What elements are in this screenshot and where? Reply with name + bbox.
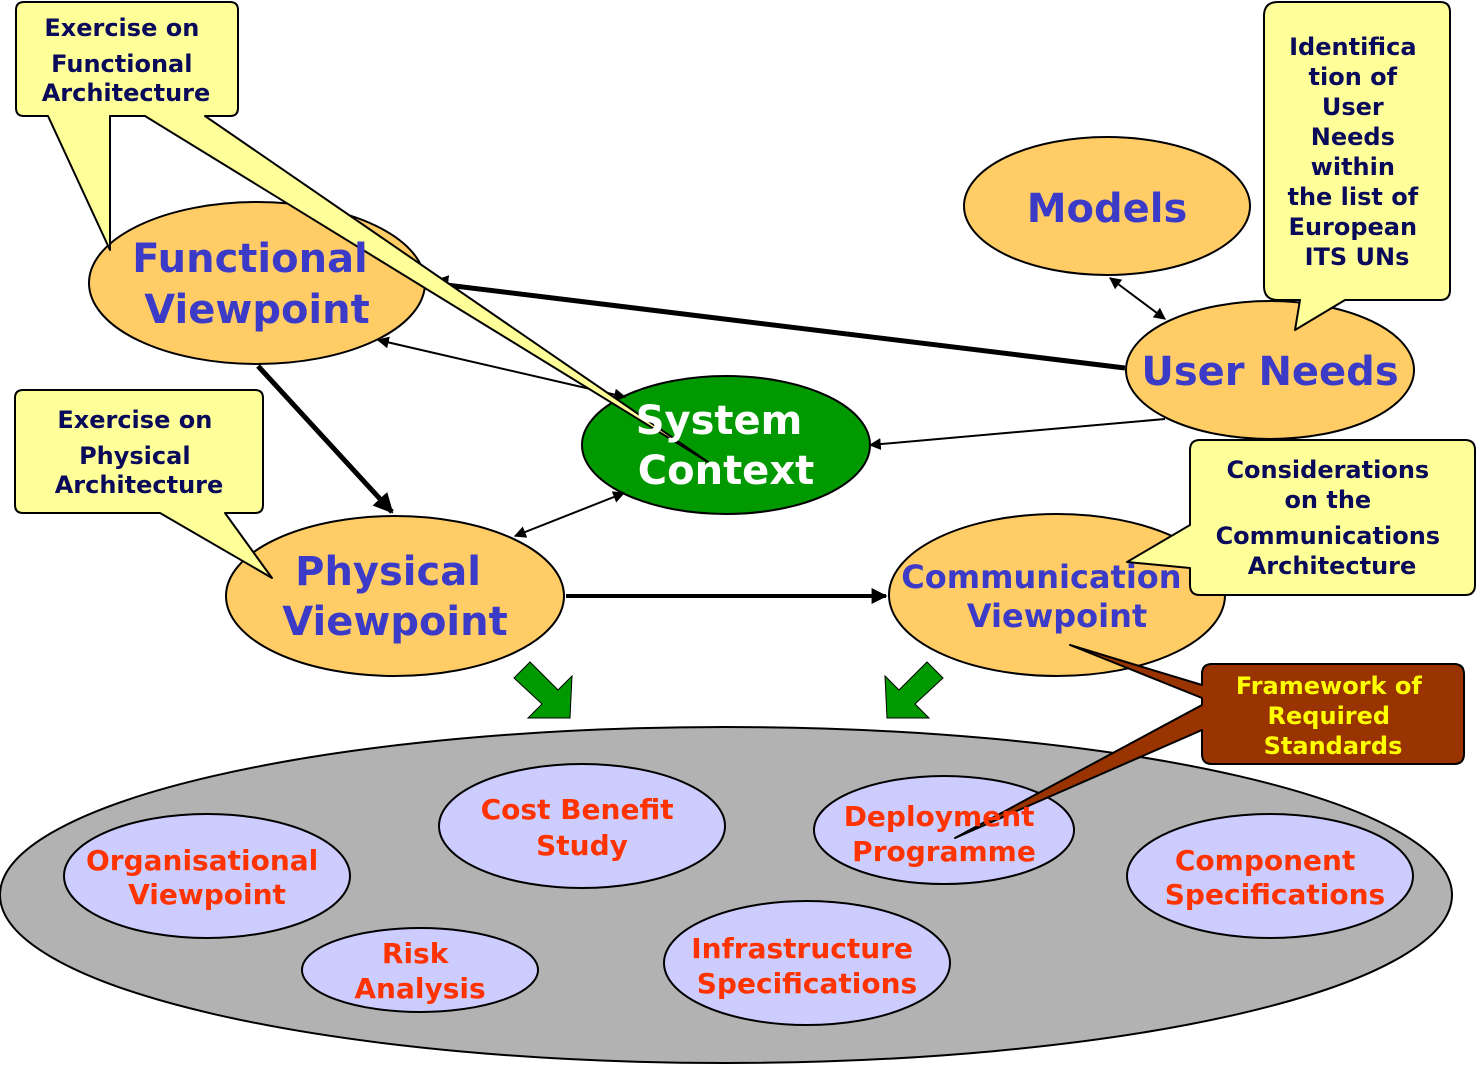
communication-viewpoint-line-1: Communication [901, 558, 1181, 596]
component-line-1: Component [1175, 844, 1355, 877]
communication-viewpoint-label: Communication Viewpoint [901, 558, 1192, 635]
risk-line-1: Risk [382, 937, 450, 970]
identification-line-2: tion of [1309, 63, 1398, 91]
functional-to-physical-arrow [256, 364, 394, 514]
communications-considerations-callout [1126, 439, 1476, 596]
identification-line-5: within [1311, 153, 1395, 181]
identification-line-4: Needs [1311, 123, 1395, 151]
physical-viewpoint-line-1: Physical [295, 549, 481, 595]
standards-framework-text: Framework of Required Standards [1236, 672, 1430, 760]
system-context-line-1: System [636, 398, 803, 444]
down-arrow-communication-icon [884, 661, 944, 719]
physical-viewpoint-node [225, 515, 565, 677]
component-specifications-node [1126, 813, 1414, 939]
user-needs-to-system-context-arrow [868, 418, 1166, 451]
models-node [963, 136, 1251, 276]
physical-exercise-callout [14, 389, 273, 579]
infrastructure-line-1: Infrastructure [691, 932, 913, 965]
component-specifications-label: Component Specifications [1165, 844, 1385, 911]
considerations-line-4: Architecture [1248, 552, 1417, 580]
considerations-line-3: Communications [1216, 522, 1441, 550]
deployment-programme-node [813, 775, 1075, 885]
identification-line-8: ITS UNs [1305, 243, 1410, 271]
communications-considerations-text: Considerations on the Communications Arc… [1216, 456, 1449, 580]
functional-exercise-callout [15, 1, 709, 463]
risk-line-2: Analysis [354, 972, 485, 1005]
communication-viewpoint-line-2: Viewpoint [967, 597, 1147, 635]
models-user-needs-link [1109, 277, 1166, 320]
user-needs-to-functional-arrow [428, 275, 1126, 371]
functional-viewpoint-line-2: Viewpoint [144, 287, 369, 333]
infrastructure-specifications-label: Infrastructure Specifications [691, 932, 923, 1000]
functional-exercise-line-3: Architecture [42, 79, 211, 107]
deployment-line-1: Deployment [844, 800, 1035, 833]
identification-line-1: Identifica [1289, 33, 1416, 61]
considerations-line-1: Considerations [1226, 456, 1429, 484]
infrastructure-line-2: Specifications [697, 967, 917, 1000]
organisational-line-2: Viewpoint [128, 878, 286, 911]
functional-exercise-text: Exercise on Functional Architecture [42, 14, 211, 107]
functional-viewpoint-node [88, 201, 426, 365]
identification-line-7: European [1289, 213, 1418, 241]
organisational-line-1: Organisational [86, 844, 318, 877]
cost-benefit-study-label: Cost Benefit Study [481, 793, 684, 862]
organisational-viewpoint-node [63, 813, 351, 939]
standards-line-2: Required [1268, 702, 1391, 730]
physical-exercise-line-2: Physical [79, 442, 190, 470]
organisational-viewpoint-label: Organisational Viewpoint [86, 844, 328, 911]
user-needs-identification-text: Identifica tion of User Needs within the… [1287, 33, 1426, 271]
models-label: Models [1027, 186, 1188, 232]
user-needs-identification-callout [1263, 1, 1451, 331]
cost-benefit-study-node [438, 763, 726, 889]
component-line-2: Specifications [1165, 878, 1385, 911]
standards-line-3: Standards [1264, 732, 1403, 760]
standards-framework-callout [954, 644, 1465, 839]
considerations-line-2: on the [1284, 486, 1371, 514]
physical-viewpoint-label: Physical Viewpoint [282, 549, 507, 645]
cost-benefit-line-1: Cost Benefit [481, 793, 674, 826]
identification-line-6: the list of [1287, 183, 1418, 211]
deployment-line-2: Programme [852, 835, 1036, 868]
functional-viewpoint-line-1: Functional [132, 236, 368, 282]
physical-exercise-line-3: Architecture [55, 471, 224, 499]
physical-exercise-text: Exercise on Physical Architecture [55, 406, 224, 499]
functional-viewpoint-label: Functional Viewpoint [132, 236, 381, 333]
functional-exercise-line-2: Functional [51, 50, 192, 78]
deployment-programme-label: Deployment Programme [844, 800, 1045, 868]
identification-line-3: User [1322, 93, 1384, 121]
physical-viewpoint-line-2: Viewpoint [282, 599, 507, 645]
down-arrow-physical-icon [513, 661, 573, 719]
system-context-line-2: Context [638, 448, 814, 494]
risk-analysis-label: Risk Analysis [354, 937, 485, 1005]
functional-exercise-line-1: Exercise on [44, 14, 199, 42]
user-needs-label: User Needs [1141, 349, 1398, 395]
physical-exercise-line-1: Exercise on [57, 406, 212, 434]
system-context-physical-link [513, 491, 626, 538]
cost-benefit-line-2: Study [536, 829, 628, 862]
standards-line-1: Framework of [1236, 672, 1422, 700]
risk-analysis-node [301, 927, 539, 1013]
infrastructure-specifications-node [663, 900, 951, 1026]
system-context-functional-link [376, 336, 627, 401]
system-context-label: System Context [636, 398, 817, 494]
